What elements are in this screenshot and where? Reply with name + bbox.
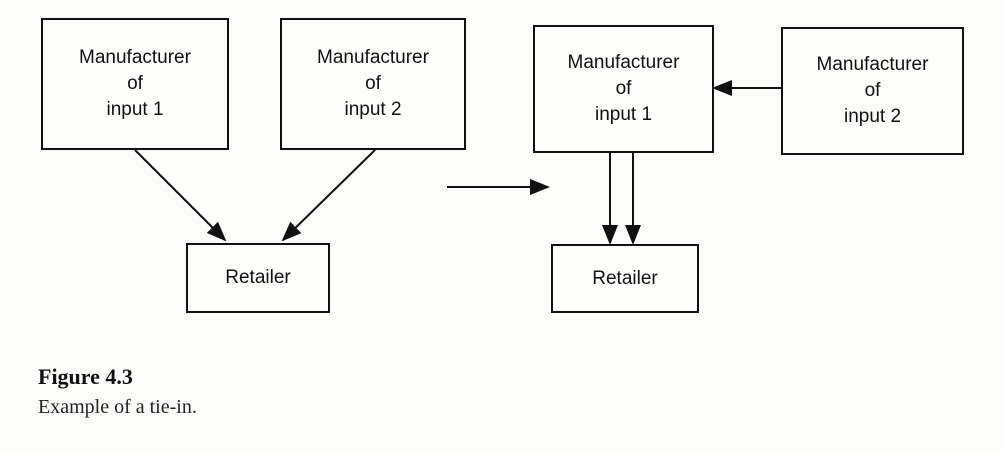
label: of	[127, 73, 143, 94]
label: input 1	[594, 104, 653, 125]
label: input 2	[843, 106, 902, 127]
label: Manufacturer	[816, 54, 929, 75]
label: input 1	[106, 99, 164, 120]
label: Retailer	[225, 267, 291, 288]
label: Manufacturer	[317, 47, 429, 68]
left-manufacturer-input-1: Manufacturer of input 1	[41, 18, 229, 150]
figure-title: Figure 4.3	[38, 364, 133, 389]
label: of	[365, 73, 381, 94]
right-manufacturer-input-2: Manufacturer of input 2	[781, 27, 964, 155]
arrow-m1-retailer	[134, 149, 227, 242]
right-retailer: Retailer	[551, 244, 699, 313]
left-retailer: Retailer	[186, 243, 330, 313]
arrow-m2-retailer	[281, 149, 376, 242]
label: Retailer	[592, 267, 658, 289]
label: input 2	[344, 99, 402, 120]
label: Manufacturer	[567, 52, 680, 73]
left-manufacturer-input-2: Manufacturer of input 2	[280, 18, 466, 150]
label: of	[864, 80, 881, 101]
figure-caption: Example of a tie-in.	[38, 396, 197, 418]
label: of	[615, 78, 632, 99]
label: Manufacturer	[79, 47, 191, 68]
right-manufacturer-input-1: Manufacturer of input 1	[533, 25, 714, 153]
